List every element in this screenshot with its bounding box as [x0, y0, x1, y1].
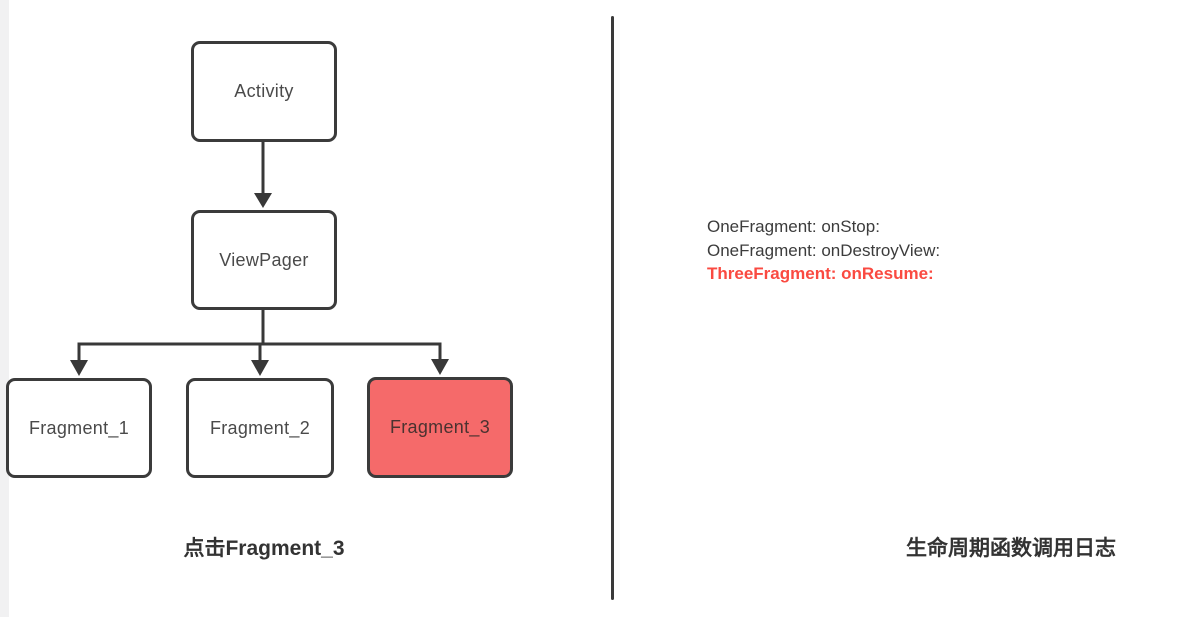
log-line: OneFragment: onStop: [707, 217, 880, 236]
log-line: OneFragment: onDestroyView: [707, 240, 941, 260]
node-activity: Activity [191, 41, 337, 142]
left-edge-strip [0, 0, 9, 617]
arrow-activity-to-viewpager [254, 141, 272, 208]
log-line-highlighted: ThreeFragment: onResume: [707, 264, 934, 283]
node-viewpager: ViewPager [191, 210, 337, 310]
log-caption: 生命周期函数调用日志 [906, 537, 1116, 560]
node-fragment1: Fragment_1 [6, 378, 152, 478]
log-lines: OneFragment: onStop: OneFragment: onDest… [707, 215, 940, 286]
node-fragment3-highlighted: Fragment_3 [367, 377, 513, 478]
arrow-to-fragment3 [431, 342, 449, 375]
arrow-viewpager-branch [77, 309, 442, 346]
node-fragment2: Fragment_2 [186, 378, 334, 478]
arrow-to-fragment2 [251, 342, 269, 376]
diagram-caption: 点击Fragment_3 [183, 537, 345, 560]
panel-divider [611, 16, 614, 600]
arrow-to-fragment1 [70, 342, 88, 376]
